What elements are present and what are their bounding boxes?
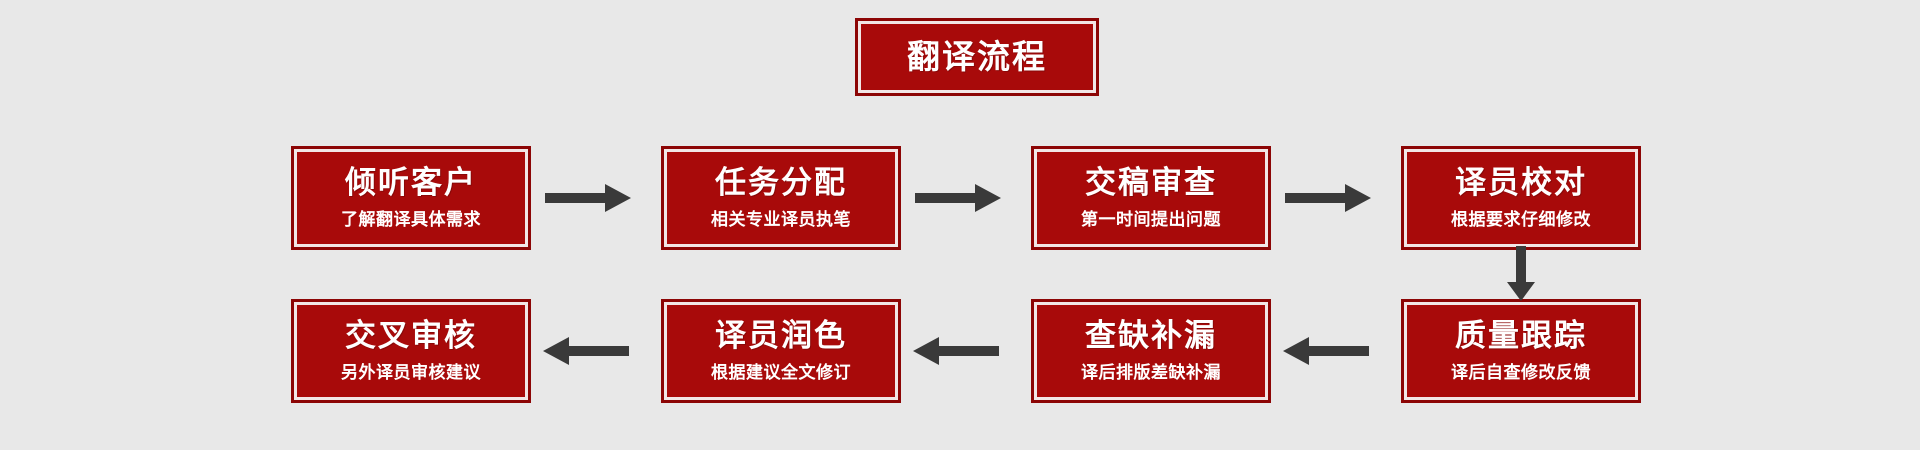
- flow-step-1-subtitle: 了解翻译具体需求: [341, 210, 481, 231]
- flow-step-1-title: 倾听客户: [345, 165, 477, 202]
- arrow-right-icon-step1-step2: [539, 178, 635, 218]
- flow-step-4[interactable]: 译员校对 根据要求仔细修改: [1401, 146, 1641, 250]
- flow-step-2-subtitle: 相关专业译员执笔: [711, 210, 851, 231]
- flow-step-6-title: 查缺补漏: [1085, 318, 1217, 355]
- flow-step-3[interactable]: 交稿审查 第一时间提出问题: [1031, 146, 1271, 250]
- arrow-left-icon-step6-step7: [909, 331, 1005, 371]
- flow-step-7-title: 译员润色: [715, 318, 847, 355]
- flow-step-1[interactable]: 倾听客户 了解翻译具体需求: [291, 146, 531, 250]
- flow-step-8-subtitle: 另外译员审核建议: [341, 363, 481, 384]
- flow-step-4-subtitle: 根据要求仔细修改: [1451, 210, 1591, 231]
- flow-step-6[interactable]: 查缺补漏 译后排版差缺补漏: [1031, 299, 1271, 403]
- flow-step-2[interactable]: 任务分配 相关专业译员执笔: [661, 146, 901, 250]
- diagram-title-box: 翻译流程: [855, 18, 1099, 96]
- flow-step-7[interactable]: 译员润色 根据建议全文修订: [661, 299, 901, 403]
- flow-step-3-title: 交稿审查: [1085, 165, 1217, 202]
- flow-step-5[interactable]: 质量跟踪 译后自查修改反馈: [1401, 299, 1641, 403]
- arrow-right-icon-step2-step3: [909, 178, 1005, 218]
- flow-step-5-subtitle: 译后自查修改反馈: [1451, 363, 1591, 384]
- arrow-left-icon-step5-step6: [1279, 331, 1375, 371]
- flow-step-5-title: 质量跟踪: [1455, 318, 1587, 355]
- arrow-right-icon-step3-step4: [1279, 178, 1375, 218]
- diagram-title-text: 翻译流程: [907, 36, 1047, 76]
- flow-step-7-subtitle: 根据建议全文修订: [711, 363, 851, 384]
- flow-step-6-subtitle: 译后排版差缺补漏: [1081, 363, 1221, 384]
- arrow-down-icon-step4-step5: [1501, 244, 1541, 304]
- flow-step-3-subtitle: 第一时间提出问题: [1081, 210, 1221, 231]
- flow-step-8-title: 交叉审核: [345, 318, 477, 355]
- arrow-left-icon-step7-step8: [539, 331, 635, 371]
- flow-step-2-title: 任务分配: [715, 165, 847, 202]
- flow-step-8[interactable]: 交叉审核 另外译员审核建议: [291, 299, 531, 403]
- flow-step-4-title: 译员校对: [1455, 165, 1587, 202]
